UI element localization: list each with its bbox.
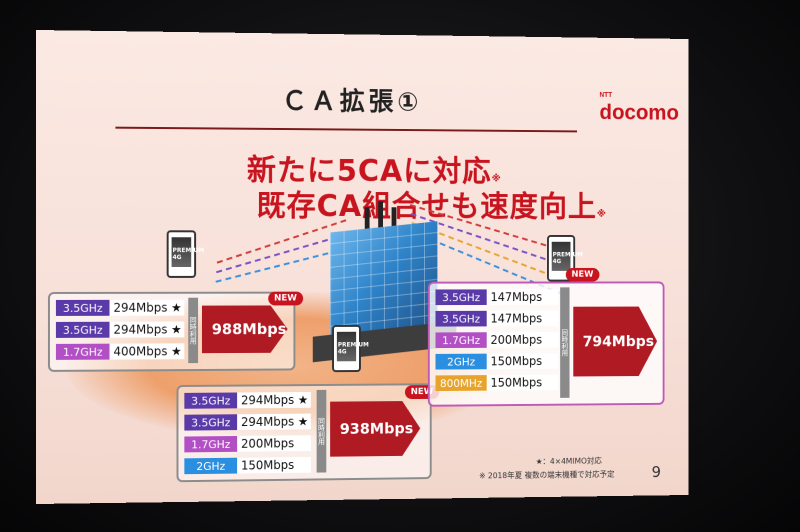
- page-number: 9: [651, 462, 661, 482]
- footnote-note: ※ 2018年夏 複数の端末機種で対応予定: [479, 469, 615, 481]
- ca-row: 2GHz 150Mbps: [184, 456, 311, 475]
- ca-row: 3.5GHz 294Mbps ★: [55, 321, 185, 338]
- ca-row: 3.5GHz 294Mbps ★: [184, 413, 311, 431]
- ca-combo-bottom: 3.5GHz 294Mbps ★ 3.5GHz 294Mbps ★ 1.7GHz…: [176, 383, 432, 483]
- simultaneous-use-label: 同時利用: [560, 287, 570, 398]
- band-frequency: 2GHz: [184, 457, 238, 475]
- simultaneous-use-label: 同時利用: [316, 389, 327, 473]
- headline-2: 既存CA組合せも速度向上※: [257, 181, 607, 225]
- band-frequency: 3.5GHz: [55, 299, 110, 316]
- signal-wave-icon: [216, 219, 347, 264]
- docomo-logo-text: docomo: [599, 99, 679, 125]
- ca-row: 3.5GHz 147Mbps: [435, 310, 559, 327]
- ca-row: 3.5GHz 294Mbps ★: [55, 299, 185, 316]
- ca-row: 1.7GHz 200Mbps: [184, 435, 311, 453]
- simultaneous-use-label: 同時利用: [188, 297, 199, 364]
- band-frequency: 3.5GHz: [184, 392, 238, 409]
- band-speed: 294Mbps ★: [109, 321, 185, 338]
- headline-2-note-mark: ※: [596, 208, 607, 220]
- band-speed: 150Mbps: [486, 353, 559, 370]
- band-speed: 400Mbps ★: [109, 343, 185, 360]
- smartphone-icon: PREMIUM 4G: [332, 324, 369, 373]
- title-underline: [115, 126, 578, 133]
- band-frequency: 1.7GHz: [55, 343, 110, 360]
- ca-row: 1.7GHz 400Mbps ★: [55, 343, 185, 360]
- ca-row: 800MHz 150Mbps: [435, 374, 559, 392]
- new-badge: NEW: [565, 267, 600, 282]
- band-speed: 200Mbps: [486, 331, 559, 348]
- band-speed: 294Mbps ★: [237, 391, 311, 409]
- ca-combo-left: 3.5GHz 294Mbps ★ 3.5GHz 294Mbps ★ 1.7GHz…: [47, 291, 296, 372]
- ca-row: 1.7GHz 200Mbps: [435, 331, 559, 349]
- antenna-icon: [378, 201, 383, 229]
- band-speed: 147Mbps: [486, 310, 559, 327]
- phone-label: PREMIUM 4G: [337, 341, 369, 356]
- band-frequency: 2GHz: [435, 353, 487, 370]
- band-speed: 294Mbps ★: [237, 413, 311, 431]
- band-speed: 200Mbps: [237, 435, 311, 452]
- band-frequency: 3.5GHz: [55, 321, 110, 338]
- band-frequency: 3.5GHz: [435, 310, 487, 327]
- total-speed-arrow: 938Mbps: [330, 401, 420, 457]
- band-speed: 147Mbps: [486, 289, 559, 305]
- band-frequency: 1.7GHz: [435, 332, 487, 349]
- ca-row: 2GHz 150Mbps: [435, 353, 559, 370]
- new-badge: NEW: [268, 291, 303, 306]
- band-speed: 150Mbps: [237, 456, 311, 474]
- band-frequency: 1.7GHz: [184, 435, 238, 453]
- band-speed: 294Mbps ★: [109, 299, 185, 316]
- band-frequency: 800MHz: [435, 375, 487, 392]
- footnote-star: ★：4×4MIMO対応: [535, 456, 602, 467]
- docomo-logo: NTT docomo: [599, 92, 679, 126]
- band-frequency: 3.5GHz: [435, 289, 487, 306]
- slide-title: ＣＡ拡張①: [281, 86, 423, 118]
- total-speed-arrow: 988Mbps: [202, 305, 288, 353]
- band-speed: 150Mbps: [486, 374, 559, 391]
- ca-row: 3.5GHz 147Mbps: [435, 289, 559, 306]
- total-speed-arrow: 794Mbps: [573, 307, 657, 377]
- band-frequency: 3.5GHz: [184, 414, 238, 431]
- phone-label: PREMIUM 4G: [552, 251, 583, 266]
- ca-combo-right: 3.5GHz 147Mbps 3.5GHz 147Mbps 1.7GHz 200…: [427, 281, 665, 407]
- smartphone-icon: PREMIUM 4G: [166, 230, 204, 278]
- presentation-slide: ＣＡ拡張① NTT docomo 新たに5CAに対応※ 既存CA組合せも速度向上…: [36, 30, 689, 504]
- phone-label: PREMIUM 4G: [172, 247, 205, 262]
- ntt-logo-text: NTT: [599, 91, 613, 99]
- ca-row: 3.5GHz 294Mbps ★: [184, 391, 311, 409]
